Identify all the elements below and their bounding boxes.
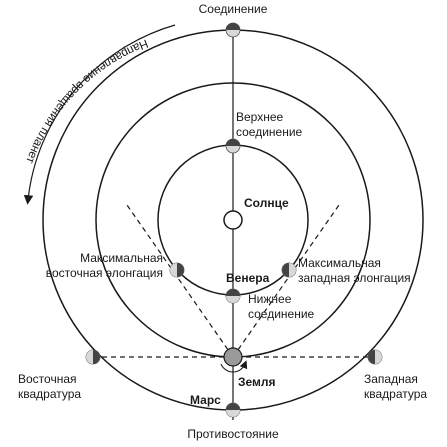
west-elongation-label-2: западная элонгация xyxy=(298,271,411,285)
east-elongation-planet-icon xyxy=(169,262,185,278)
inferior-conjunction-planet-icon xyxy=(225,288,241,304)
sun-icon xyxy=(223,210,243,230)
inferior-conjunction-label: Нижнее xyxy=(248,292,292,306)
conjunction-label: Соединение xyxy=(199,2,268,16)
superior-conjunction-label: Верхнее xyxy=(236,110,284,124)
inferior-conjunction-label-2: соединение xyxy=(248,307,315,321)
west-quadrature-planet-icon xyxy=(367,349,383,365)
west-elongation-label: Максимальная xyxy=(298,256,381,270)
rotation-direction-label: Направление вращения планет xyxy=(23,37,150,166)
venus-label: Венера xyxy=(226,271,270,285)
east-quadrature-label: Восточная xyxy=(18,372,77,386)
east-quadrature-planet-icon xyxy=(85,349,101,365)
rotation-direction-arrow xyxy=(23,24,176,205)
east-elongation-label: Максимальная xyxy=(80,251,163,265)
west-quadrature-label-2: квадратура xyxy=(364,387,427,401)
sun-label: Солнце xyxy=(244,196,289,210)
west-elongation-line xyxy=(232,204,340,358)
superior-conjunction-planet-icon xyxy=(225,138,241,154)
east-elongation-line xyxy=(126,204,234,358)
opposition-label: Противостояние xyxy=(187,427,279,441)
conjunction-planet-icon xyxy=(225,22,241,38)
mars-label: Марс xyxy=(190,393,221,407)
earth-label: Земля xyxy=(238,375,276,389)
west-quadrature-label: Западная xyxy=(364,372,418,386)
west-elongation-planet-icon xyxy=(281,262,297,278)
superior-conjunction-label-2: соединение xyxy=(236,125,303,139)
opposition-planet-icon xyxy=(225,402,241,418)
east-elongation-label-2: восточная элонгация xyxy=(46,266,163,280)
earth-icon xyxy=(220,347,248,373)
east-quadrature-label-2: квадратура xyxy=(18,387,81,401)
